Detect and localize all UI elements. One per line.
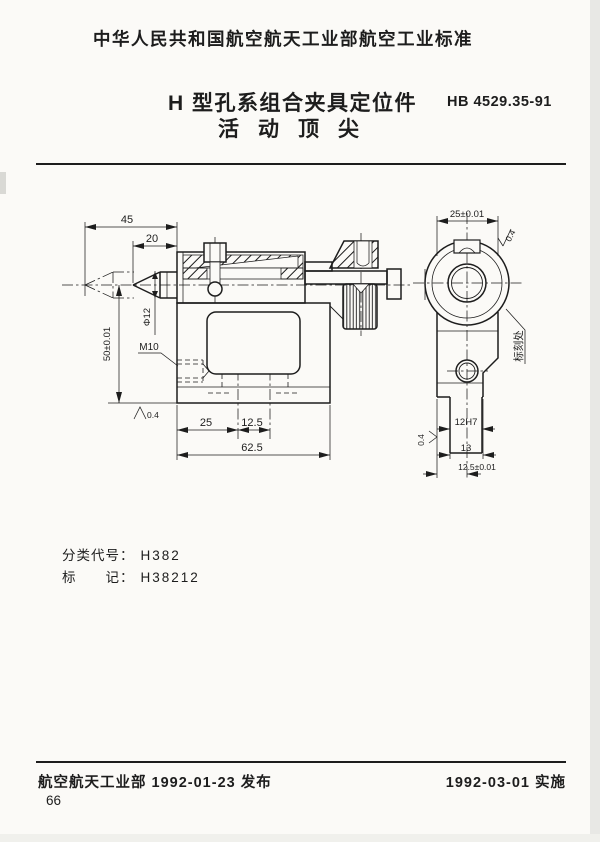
page-title: H 型孔系组合夹具定位件 — [168, 92, 417, 115]
dim-12h7-label: 12H7 — [455, 417, 478, 428]
dim-45-label: 45 — [121, 214, 133, 226]
phantom-center-outline — [84, 271, 134, 299]
center-point — [132, 271, 177, 299]
classification-label: 分类代号： — [62, 548, 135, 563]
column-profile — [436, 312, 499, 398]
body-block — [176, 302, 331, 404]
standard-org-line: 中华人民共和国航空航天工业部航空工业标准 — [93, 29, 473, 49]
side-centerlines — [413, 213, 523, 480]
marking-value: H38212 — [140, 570, 200, 585]
page-subtitle: 活动顶尖 — [218, 118, 378, 141]
thread-chamfer — [202, 363, 210, 379]
header-divider — [36, 163, 566, 165]
scan-edge-bottom — [0, 834, 600, 842]
dim-20-label: 20 — [146, 233, 158, 245]
footer-issued: 航空航天工业部 1992-01-23 发布 — [38, 775, 272, 791]
center-bore — [447, 263, 487, 303]
body-window — [206, 311, 301, 375]
hidden-lines — [177, 359, 300, 394]
dim-12-5-label: 12.5 — [241, 417, 262, 429]
clamp-bolt — [203, 242, 227, 297]
footer-divider — [36, 761, 566, 763]
tenon — [449, 397, 483, 454]
classification-row: 分类代号： H382 — [62, 544, 181, 564]
roughness-symbol-top — [497, 228, 512, 247]
marking-note-leader — [505, 308, 526, 364]
side-view: 25±0.01 12H7 13 12.5±0.01 标刻处 0.4 0.4 — [413, 209, 526, 480]
lower-hole — [455, 359, 479, 383]
dim-25-label: 25 — [200, 417, 212, 429]
dim-50-label: 50±0.01 — [102, 327, 113, 361]
roughness-symbol-side — [428, 430, 438, 444]
dia-12-label: Φ12 — [142, 308, 153, 326]
scan-edge-right — [590, 0, 600, 842]
footer-implemented: 1992-03-01 实施 — [445, 775, 566, 791]
dim-13-label: 13 — [461, 443, 472, 454]
marking-row: 标 记： H38212 — [62, 566, 200, 586]
standard-number: HB 4529.35-91 — [447, 94, 552, 110]
classification-value: H382 — [140, 548, 181, 563]
marking-label: 标 记： — [62, 570, 135, 585]
page-number: 66 — [46, 793, 62, 808]
scan-edge-notch — [0, 172, 6, 194]
front-view: 45 20 25 12.5 62.5 50±0.01 Φ12 M10 0.4 — [62, 214, 412, 460]
roughness-symbol-base — [133, 406, 147, 420]
top-notch — [453, 239, 481, 254]
thread-m10-label: M10 — [139, 342, 159, 353]
dim-25-tol-label: 25±0.01 — [450, 209, 484, 220]
side-view-dimensions — [423, 216, 512, 478]
roughness-base-label: 0.4 — [147, 410, 159, 420]
adjusting-screw-assembly — [304, 240, 402, 330]
dim-62-5-label: 62.5 — [241, 442, 262, 454]
marking-note-label: 标刻处 — [512, 330, 525, 362]
dim-12-5-tol-label: 12.5±0.01 — [458, 462, 496, 472]
roughness-side-label: 0.4 — [416, 434, 426, 446]
front-view-dimensions — [84, 222, 331, 460]
